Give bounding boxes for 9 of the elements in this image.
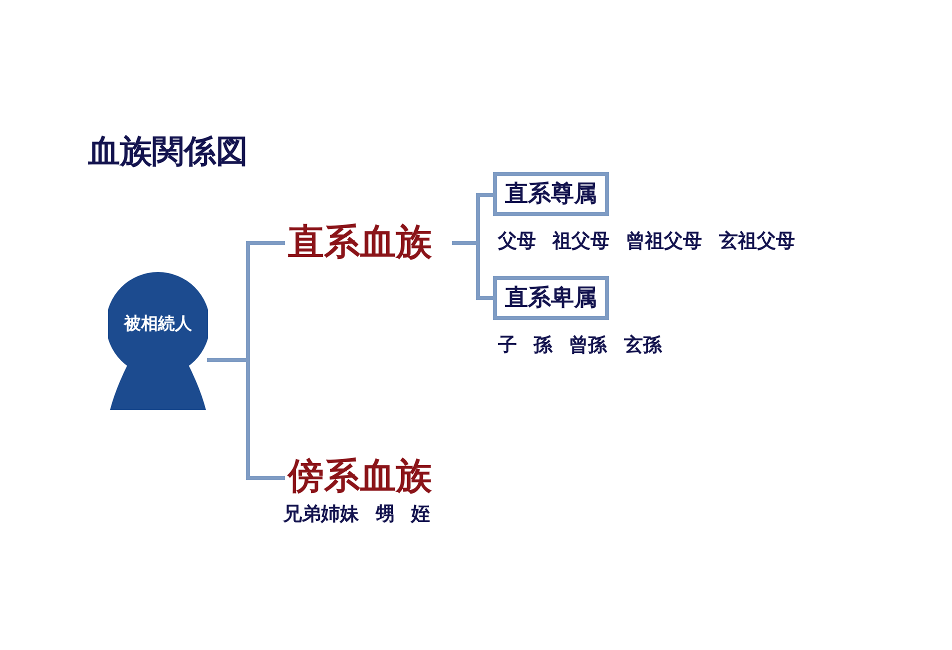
person-label: 被相続人 [122,313,193,335]
member-list: 父母 祖父母 曾祖父母 玄祖父母 [498,228,795,254]
category-box: 直系卑属 [493,276,609,320]
group-heading: 傍系血族 [288,455,432,499]
category-box: 直系尊属 [493,172,609,216]
group-heading: 直系血族 [288,221,432,265]
member-list: 子 孫 曾孫 玄孫 [498,332,662,358]
diagram-title: 血族関係図 [88,131,248,172]
member-list: 兄弟姉妹 甥 姪 [283,501,430,527]
